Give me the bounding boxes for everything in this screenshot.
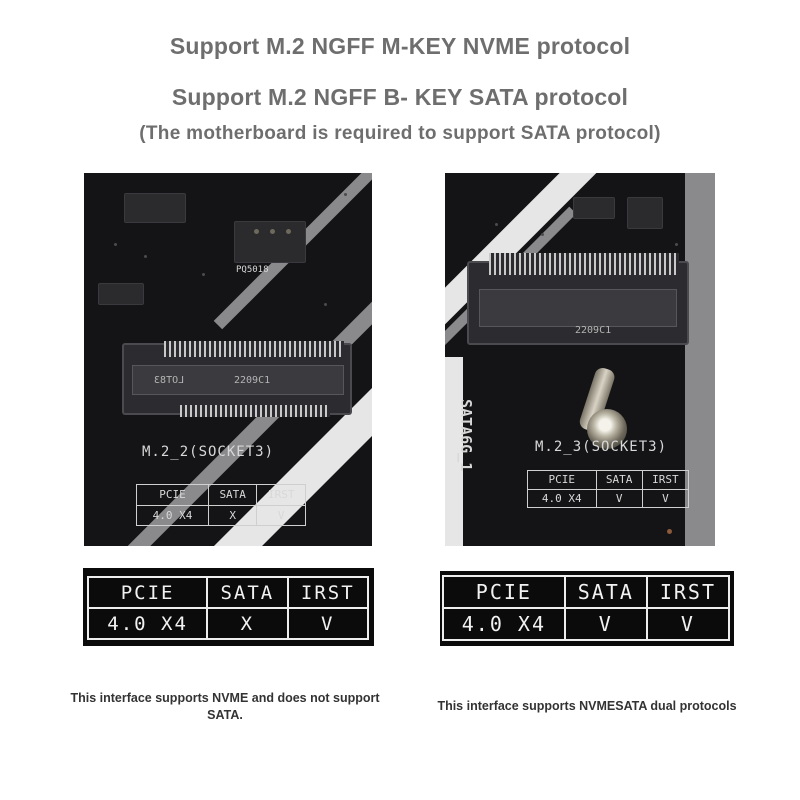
table-cell: V	[286, 607, 370, 640]
spec-table-zoomed: PCIE SATA IRST 4.0 X4 X V	[86, 576, 370, 640]
component-block	[124, 193, 186, 223]
table-cell: 4.0 X4	[136, 504, 209, 526]
via	[114, 243, 117, 246]
via	[344, 193, 347, 196]
component-block	[98, 283, 144, 305]
table-cell: V	[595, 488, 643, 508]
socket-label: M.2_2(SOCKET3)	[142, 444, 275, 460]
slot-marking: 2209C1	[234, 375, 271, 386]
motherboard-photo-right: 2209C1 SATA6G_1 M.2_3(SOCKET3) PCIE SATA…	[445, 173, 715, 546]
table-header: PCIE	[136, 484, 209, 506]
table-header: PCIE	[527, 470, 597, 490]
capacitor	[254, 229, 259, 234]
spec-table-photo: PCIE SATA IRST 4.0 X4 X V	[136, 484, 306, 526]
board-edge	[445, 357, 463, 546]
component-block	[627, 197, 663, 229]
spec-table-zoomed: PCIE SATA IRST 4.0 X4 V V	[442, 575, 731, 641]
table-header: SATA	[595, 470, 643, 490]
chip-label: PQ5018	[236, 265, 269, 275]
table-cell: X	[206, 607, 289, 640]
table-header: PCIE	[442, 575, 566, 609]
table-cell: 4.0 X4	[442, 607, 566, 641]
port-label: SATA6G_1	[457, 399, 475, 472]
via	[495, 223, 498, 226]
table-header: SATA	[206, 576, 289, 609]
table-header: IRST	[256, 484, 306, 506]
slot-marking: 2209C1	[575, 325, 612, 336]
via	[675, 243, 678, 246]
component-block	[234, 221, 306, 263]
caption-left: This interface supports NVME and does no…	[70, 691, 380, 722]
m2-slot-pins	[180, 405, 330, 417]
zoomed-spec-table-left: PCIE SATA IRST 4.0 X4 X V	[83, 568, 374, 646]
table-cell: V	[641, 488, 690, 508]
table-header: SATA	[207, 484, 258, 506]
table-cell: V	[563, 607, 648, 641]
table-cell: 4.0 X4	[86, 607, 209, 640]
via	[324, 303, 327, 306]
table-cell: V	[645, 607, 731, 641]
zoomed-spec-table-right: PCIE SATA IRST 4.0 X4 V V	[440, 571, 734, 646]
table-header: IRST	[645, 575, 731, 609]
solder-point	[667, 529, 672, 534]
headline-note: (The motherboard is required to support …	[139, 123, 661, 144]
board-edge	[685, 173, 715, 546]
table-header: IRST	[286, 576, 370, 609]
m2-slot-pins	[489, 253, 679, 275]
table-header: IRST	[641, 470, 690, 490]
headline-nvme: Support M.2 NGFF M-KEY NVME protocol	[169, 33, 631, 59]
table-cell: 4.0 X4	[527, 488, 597, 508]
slot-marking-mirrored: LOT83	[154, 375, 185, 386]
table-header: PCIE	[86, 576, 209, 609]
headline-sata: Support M.2 NGFF B- KEY SATA protocol	[171, 84, 629, 110]
spec-table-photo: PCIE SATA IRST 4.0 X4 V V	[527, 470, 690, 508]
socket-label: M.2_3(SOCKET3)	[535, 439, 668, 455]
component-block	[573, 197, 615, 219]
via	[144, 255, 147, 258]
screw-standoff-head	[587, 409, 627, 449]
capacitor	[286, 229, 291, 234]
m2-slot-pins	[164, 341, 344, 357]
via	[541, 233, 544, 236]
table-cell: V	[256, 504, 306, 526]
motherboard-photo-left: PQ5018 2209C1 LOT83 M.2_2(SOCKET3) PCIE …	[84, 173, 372, 546]
via	[202, 273, 205, 276]
capacitor	[270, 229, 275, 234]
table-header: SATA	[563, 575, 648, 609]
m2-slot-inner	[132, 365, 344, 395]
caption-right: This interface supports NVMESATA dual pr…	[437, 699, 737, 713]
m2-slot-inner	[479, 289, 677, 327]
table-cell: X	[207, 504, 258, 526]
